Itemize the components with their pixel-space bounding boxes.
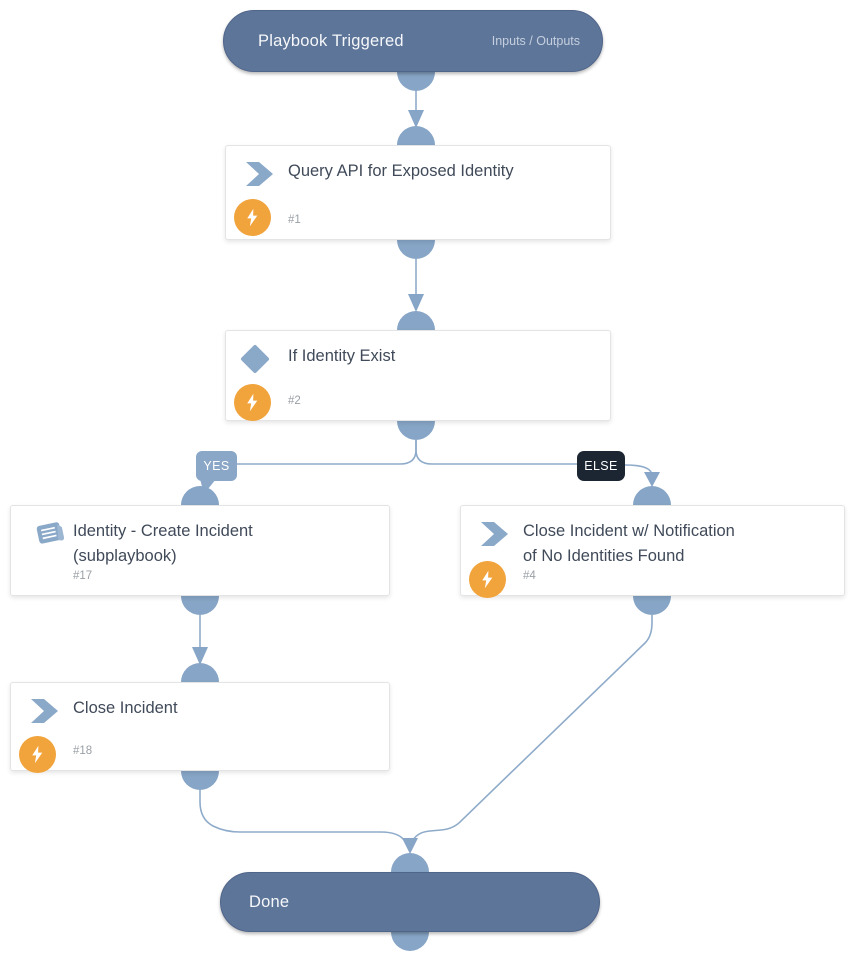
arrowhead-to-condition [408,294,424,312]
done-title: Done [249,892,290,911]
task-id: #2 [288,395,301,407]
task-node-close-incident-notification[interactable]: Close Incident w/ Notification of No Ide… [460,505,845,598]
lightning-bolt-icon [469,561,506,598]
diamond-icon [239,343,271,380]
playbook-trigger-node[interactable]: Playbook Triggered Inputs / Outputs [223,10,603,72]
arrowhead-to-notify [644,472,660,487]
else-branch-text: ELSE [584,459,618,473]
task-node-close-incident[interactable]: Close Incident #18 [10,682,390,773]
node-title: Close Incident [73,699,178,717]
node-title: If Identity Exist [288,347,396,365]
yes-branch-text: YES [203,459,230,473]
node-title: Close Incident w/ Notification of No Ide… [523,519,828,569]
node-title-line: Identity - Create Incident [73,522,253,540]
task-node-query-api[interactable]: Query API for Exposed Identity #1 [225,145,611,240]
task-id: #1 [288,214,301,226]
flow-line-condition-to-else [415,440,577,465]
trigger-title: Playbook Triggered [258,31,404,50]
flow-line-close-to-done [199,790,405,841]
else-branch-label: ELSE [577,451,625,481]
chevron-right-icon [246,162,274,191]
arrowhead-to-query [408,110,424,128]
arrowhead-to-done [402,838,418,854]
node-title-line: Close Incident w/ Notification [523,522,735,540]
subplaybook-node-create-incident[interactable]: Identity - Create Incident (subplaybook)… [10,505,390,596]
task-id: #17 [73,570,93,582]
chevron-right-icon [481,522,509,551]
flow-line-condition-to-yes [237,440,417,465]
node-title: Query API for Exposed Identity [288,162,514,180]
condition-node-if-identity-exist[interactable]: If Identity Exist #2 [225,330,611,421]
book-icon [29,514,69,559]
lightning-bolt-icon [234,384,271,421]
flow-line-notify-to-done [412,615,653,841]
yes-branch-label: YES [196,451,237,481]
task-id: #4 [523,570,536,582]
arrowhead-to-close [192,647,208,665]
inputs-outputs-link[interactable]: Inputs / Outputs [491,34,580,48]
node-title-line: (subplaybook) [73,547,177,565]
node-title: Identity - Create Incident (subplaybook) [73,519,378,569]
lightning-bolt-icon [234,199,271,236]
done-node[interactable]: Done [220,872,600,932]
lightning-bolt-icon [19,736,56,773]
chevron-right-icon [31,699,59,728]
node-title-line: of No Identities Found [523,547,685,565]
task-id: #18 [73,745,93,757]
